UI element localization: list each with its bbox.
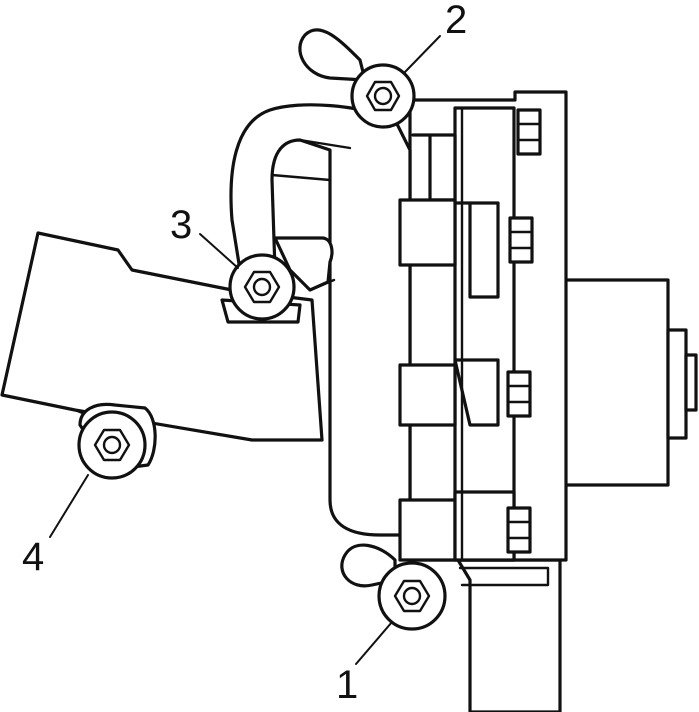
housing-bolt-2	[508, 216, 534, 264]
mounting-bolt-3	[220, 253, 302, 324]
leader-line-2	[404, 35, 441, 73]
callout-label-3: 3	[170, 203, 192, 247]
leader-line-3	[199, 233, 239, 269]
upper-wing-lug	[298, 28, 367, 82]
leader-line-4	[49, 474, 89, 538]
right-cylinder-body	[554, 278, 698, 487]
leader-line-1	[355, 621, 393, 665]
mounting-bolt-1	[377, 561, 447, 631]
curved-mounting-bracket	[229, 103, 412, 537]
bottom-foot-plate	[456, 558, 562, 712]
mounting-bolt-4	[77, 410, 147, 480]
lower-wing-lug	[340, 543, 397, 588]
housing-bolt-1	[516, 108, 542, 156]
housing-bolt-3	[506, 370, 532, 418]
mounting-bolt-2	[350, 63, 416, 129]
callout-leaders	[49, 35, 441, 665]
housing-bolt-4	[506, 506, 532, 554]
callout-label-2: 2	[445, 0, 467, 42]
stepped-clamp-plates	[398, 106, 516, 562]
callout-label-4: 4	[22, 535, 44, 579]
callout-label-1: 1	[336, 663, 358, 707]
